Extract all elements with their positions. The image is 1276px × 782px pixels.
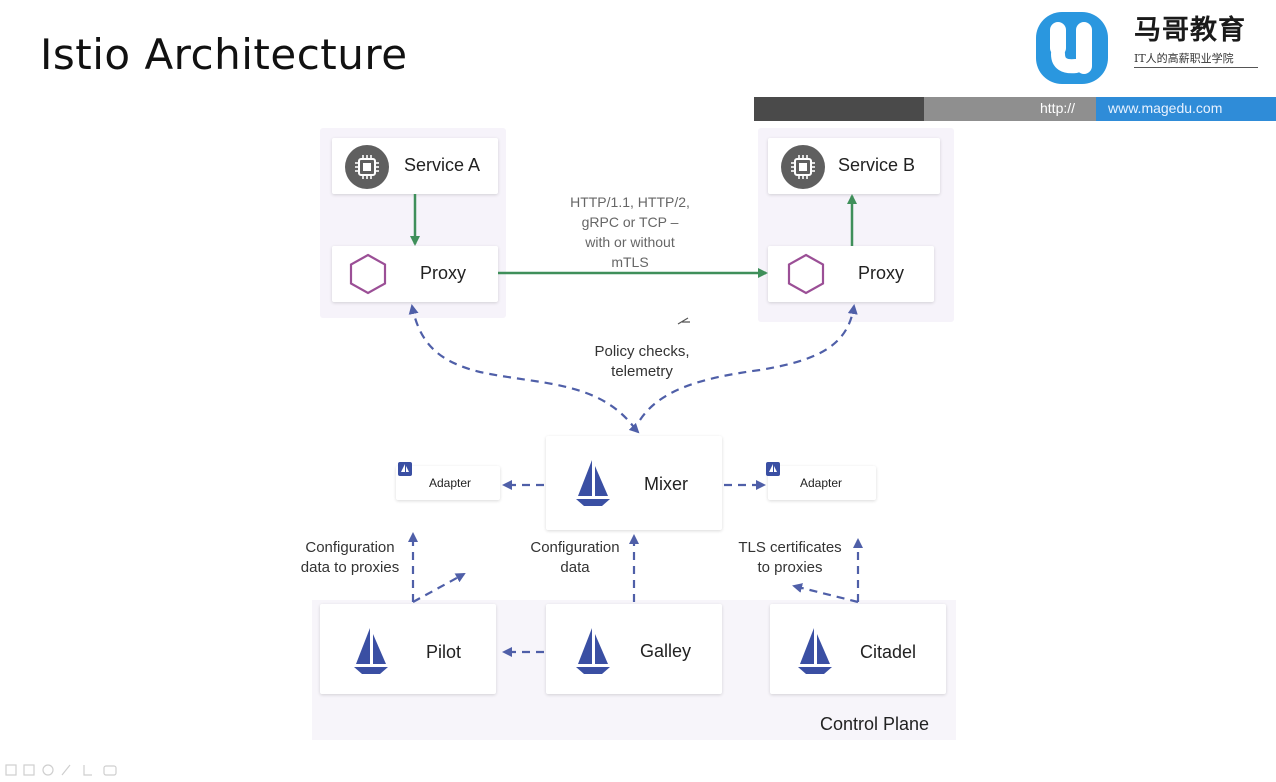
mixer-label: Mixer <box>644 474 688 494</box>
tls-note-line: TLS certificates <box>738 539 842 556</box>
protocol-note-line: mTLS <box>611 254 649 270</box>
protocol-note-line: with or without <box>585 234 675 250</box>
policy-curve-left-tail <box>628 422 640 434</box>
tls-note: TLS certificates to proxies <box>724 538 856 578</box>
service-b-label: Service B <box>838 155 916 175</box>
proxy-a-label: Proxy <box>420 263 467 283</box>
galley-box: Galley <box>546 604 722 694</box>
config-note-left-line: data to proxies <box>300 559 400 576</box>
citadel-tls-diag <box>792 583 859 604</box>
chip-icon <box>344 144 390 195</box>
logo-name: 马哥教育 <box>1134 15 1246 46</box>
service-a-box: Service A <box>332 138 498 194</box>
chip-icon <box>780 144 826 195</box>
policy-note-line: Policy checks, <box>594 343 690 360</box>
url-bar-dark-segment <box>754 97 924 121</box>
adapter-left-box: Adapter <box>396 466 500 500</box>
logo-underline <box>1134 67 1258 68</box>
control-plane-label: Control Plane <box>820 714 930 734</box>
logo-slogan: IT人的高薪职业学院 <box>1134 52 1234 65</box>
config-note-left: Configuration data to proxies <box>288 538 412 578</box>
galley-label: Galley <box>640 641 692 661</box>
config-note-mid-line: Configuration <box>530 539 620 556</box>
istio-sail-icon <box>350 626 392 681</box>
url-http: http:// <box>1040 100 1076 116</box>
proxy-a-box: Proxy <box>332 246 498 302</box>
url-bar: http:// www.magedu.com <box>754 97 1276 121</box>
citadel-label: Citadel <box>860 642 917 662</box>
hexagon-icon <box>784 252 828 301</box>
config-note-mid: Configuration data <box>518 538 632 578</box>
protocol-note: HTTP/1.1, HTTP/2, gRPC or TCP – with or … <box>546 192 714 272</box>
url-bar-gray-segment <box>924 97 1096 121</box>
protocol-note-line: gRPC or TCP – <box>581 214 679 230</box>
config-note-left-line: Configuration <box>305 539 395 556</box>
config-note-mid-line: data <box>560 559 590 576</box>
policy-curve-left <box>408 304 637 431</box>
adapter-right-label: Adapter <box>800 476 843 490</box>
pen-cursor-icon <box>677 317 690 325</box>
citadel-box: Citadel <box>770 604 946 694</box>
proxy-b-label: Proxy <box>858 263 905 283</box>
toolbar-icons <box>4 763 134 780</box>
url-www: www.magedu.com <box>1108 100 1223 116</box>
proxy-b-box: Proxy <box>768 246 934 302</box>
istio-sail-icon <box>572 458 614 513</box>
adapter-left-label: Adapter <box>429 476 472 490</box>
protocol-note-line: HTTP/1.1, HTTP/2, <box>570 194 690 210</box>
service-a-label: Service A <box>404 155 481 175</box>
pilot-config-diag <box>412 573 466 603</box>
hexagon-icon <box>346 252 390 301</box>
policy-note: Policy checks, telemetry <box>570 342 714 382</box>
magedu-logo-icon <box>1032 8 1114 88</box>
pilot-label: Pilot <box>426 642 462 662</box>
pilot-box: Pilot <box>320 604 496 694</box>
istio-sail-icon <box>572 626 614 681</box>
tls-note-line: to proxies <box>757 559 823 576</box>
policy-curve-right <box>639 304 858 421</box>
istio-sail-icon <box>398 462 412 481</box>
mixer-box: Mixer <box>546 436 722 530</box>
url-bar-blue-segment <box>1096 97 1276 121</box>
service-b-box: Service B <box>768 138 940 194</box>
slide-title: Istio Architecture <box>40 30 408 79</box>
adapter-right-box: Adapter <box>768 466 876 500</box>
istio-sail-icon <box>766 462 780 481</box>
policy-note-line: telemetry <box>611 363 673 380</box>
istio-sail-icon <box>794 626 836 681</box>
